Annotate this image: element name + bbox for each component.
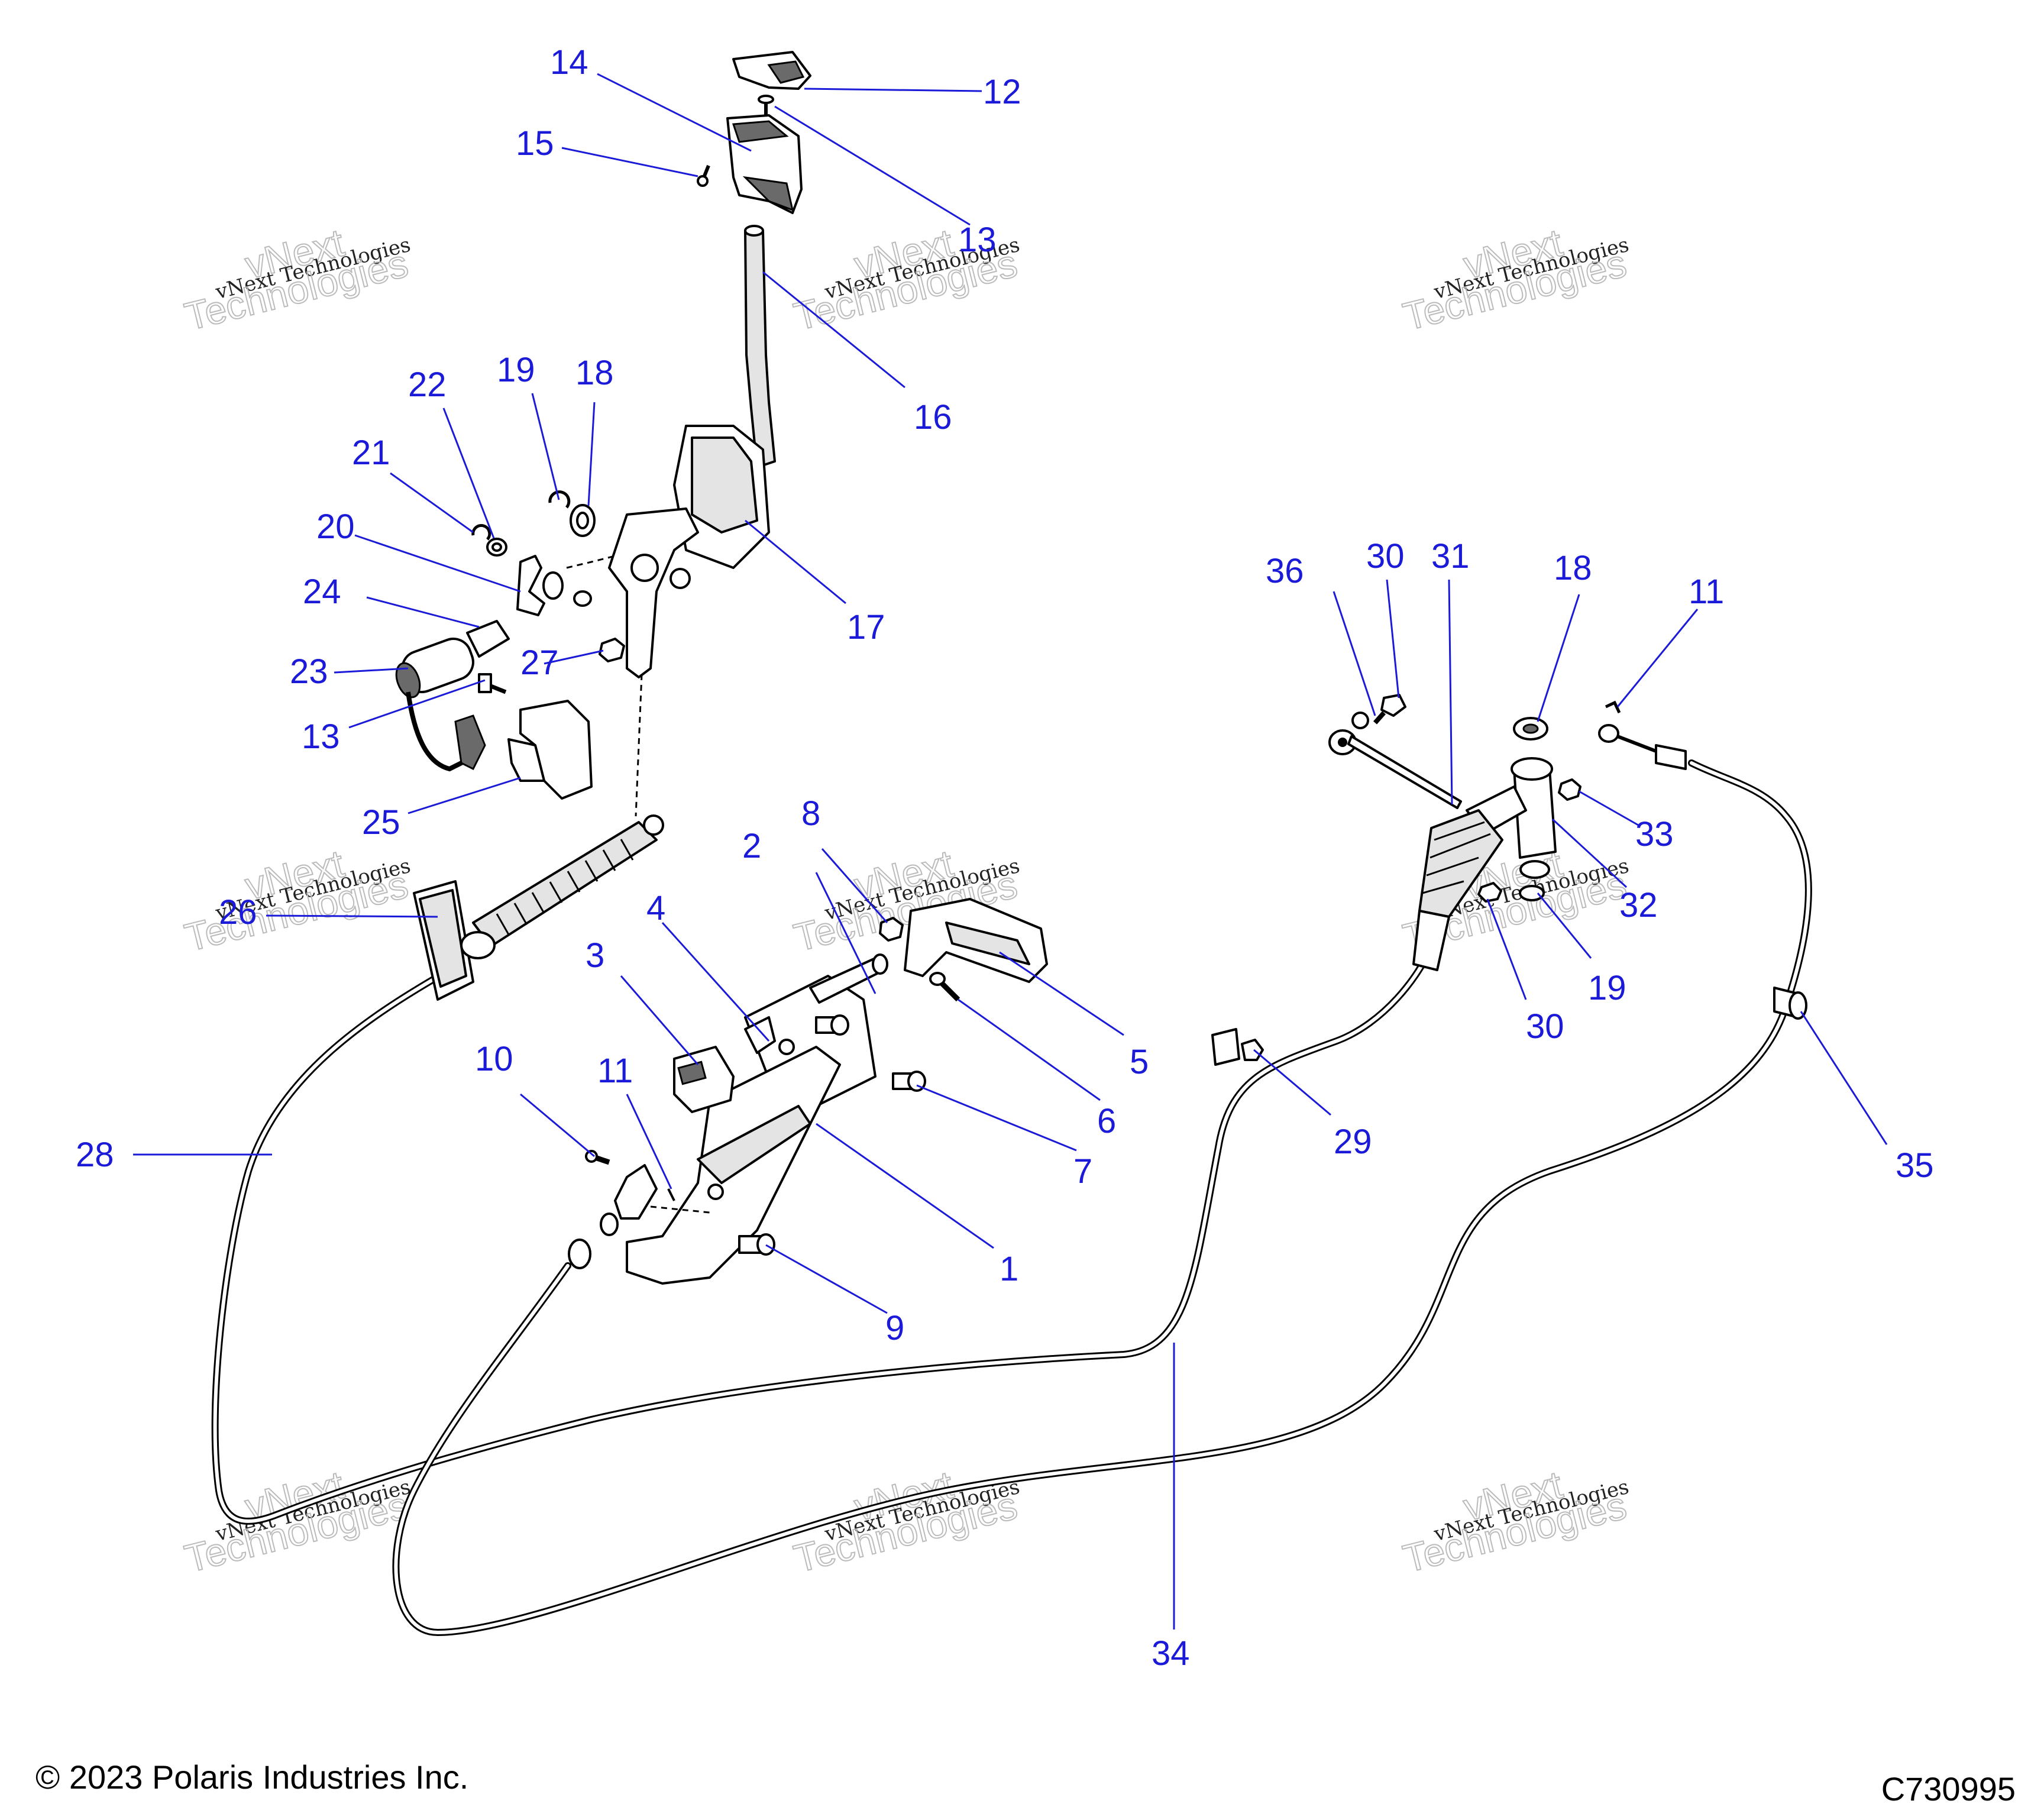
rod-end-36: [1328, 712, 1369, 755]
callout-18-right: 18: [1554, 549, 1592, 587]
snap-ring-19: [548, 490, 571, 509]
shift-knob-14: [726, 114, 803, 214]
callout-19-right: 19: [1588, 969, 1626, 1007]
watermark: vNext vNext Technologies Technologies: [1398, 1462, 1631, 1582]
callout-32: 32: [1619, 886, 1658, 924]
callout-36: 36: [1266, 552, 1304, 590]
leader-lines: [133, 73, 1888, 1630]
cable-end-34: [568, 1213, 619, 1269]
grommet-35: [1773, 987, 1807, 1020]
shift-lever-16: [744, 225, 776, 468]
callout-7: 7: [1073, 1152, 1092, 1191]
cable-34: [392, 759, 1812, 1637]
callout-9: 9: [885, 1309, 904, 1347]
callout-3: 3: [586, 936, 604, 975]
callout-23: 23: [290, 652, 328, 691]
callout-12: 12: [983, 73, 1021, 111]
link-20: [516, 555, 564, 616]
copyright-notice: © 2023 Polaris Industries Inc.: [35, 1758, 469, 1796]
callout-15: 15: [516, 124, 554, 163]
cable-28: [211, 943, 1435, 1525]
pedal-bracket-17: [608, 425, 770, 678]
nut-33: [1558, 778, 1581, 801]
callout-16: 16: [914, 398, 952, 437]
bolt-30-bottom: [1477, 882, 1502, 903]
callout-26: 26: [219, 893, 257, 932]
bushing-22: [486, 538, 507, 557]
callout-18: 18: [575, 354, 614, 392]
snap-ring-21: [471, 523, 491, 541]
callout-labels: 1 2 3 4 5 6 7 8 9 10 11 11 12 13 13 14 1…: [76, 43, 1934, 1673]
clevis-11: [614, 1164, 675, 1220]
callout-19: 19: [497, 351, 535, 389]
bolt-7-b: [892, 1071, 926, 1092]
nut-27: [599, 638, 625, 662]
pivot-housing-32: [1466, 757, 1557, 859]
link-dash-line-2: [566, 555, 616, 569]
bolt-9: [738, 1233, 775, 1256]
callout-34: 34: [1152, 1634, 1190, 1673]
pad-4: [744, 1016, 776, 1054]
screw-15: [697, 164, 710, 187]
bolt-13-left: [478, 673, 507, 694]
boot-cable-end: [1412, 809, 1503, 971]
cable-end-right: [1598, 724, 1687, 770]
link-dash-line: [635, 674, 643, 817]
callout-14: 14: [550, 43, 588, 82]
washer-27-small: [573, 590, 592, 607]
callout-29: 29: [1334, 1123, 1372, 1161]
callout-13-left: 13: [302, 717, 340, 756]
bolt-7-a: [815, 1014, 849, 1036]
callout-1: 1: [1000, 1250, 1018, 1288]
watermark: vNext vNext Technologies Technologies: [180, 1462, 413, 1582]
callout-27: 27: [520, 644, 559, 682]
bracket-25: [507, 700, 593, 800]
figure-id: C730995: [1881, 1770, 2016, 1808]
callout-2: 2: [742, 827, 761, 865]
bushing-18: [570, 504, 596, 537]
clip-29: [1211, 1028, 1264, 1066]
washer-19-right: [1519, 860, 1550, 901]
callout-11: 11: [597, 1052, 633, 1090]
switch-23: [395, 620, 510, 772]
watermark: vNext vNext Technologies Technologies: [180, 220, 413, 340]
clip-11-right: [1605, 700, 1621, 714]
callout-30: 30: [1366, 537, 1405, 576]
callout-25: 25: [362, 803, 400, 842]
cable-boot-26: [413, 814, 664, 1001]
knob-cap-12: [732, 51, 811, 90]
nut-8: [879, 917, 904, 942]
bushing-18-right: [1513, 717, 1548, 741]
damper-3: [673, 1046, 735, 1113]
bolt-30-top: [1373, 694, 1406, 725]
callout-21: 21: [352, 434, 390, 472]
watermark: vNext vNext Technologies Technologies: [180, 841, 413, 961]
callout-35: 35: [1896, 1146, 1934, 1185]
callout-10: 10: [475, 1040, 513, 1078]
callout-13: 13: [958, 221, 997, 259]
callout-11-right: 11: [1689, 573, 1724, 611]
callout-33: 33: [1635, 815, 1674, 853]
callout-4: 4: [646, 889, 665, 927]
pin-10: [585, 1150, 610, 1165]
callout-24: 24: [303, 573, 341, 611]
main-bracket-1: [626, 975, 877, 1285]
pivot-shaft-2: [809, 953, 888, 1004]
callout-30-bottom: 30: [1526, 1007, 1564, 1046]
callout-22: 22: [408, 366, 447, 404]
callout-8: 8: [801, 794, 820, 833]
callout-17: 17: [847, 608, 885, 646]
callout-20: 20: [316, 507, 355, 546]
bolt-6: [929, 972, 960, 1002]
callout-5: 5: [1130, 1043, 1149, 1081]
screw-13-top: [758, 95, 774, 117]
shift-rod-31: [1347, 735, 1462, 809]
callout-28: 28: [76, 1136, 114, 1174]
callout-31: 31: [1431, 537, 1470, 576]
watermark: vNext vNext Technologies Technologies: [789, 1462, 1022, 1582]
callout-6: 6: [1097, 1102, 1116, 1140]
watermark: vNext vNext Technologies Technologies: [1398, 220, 1631, 340]
